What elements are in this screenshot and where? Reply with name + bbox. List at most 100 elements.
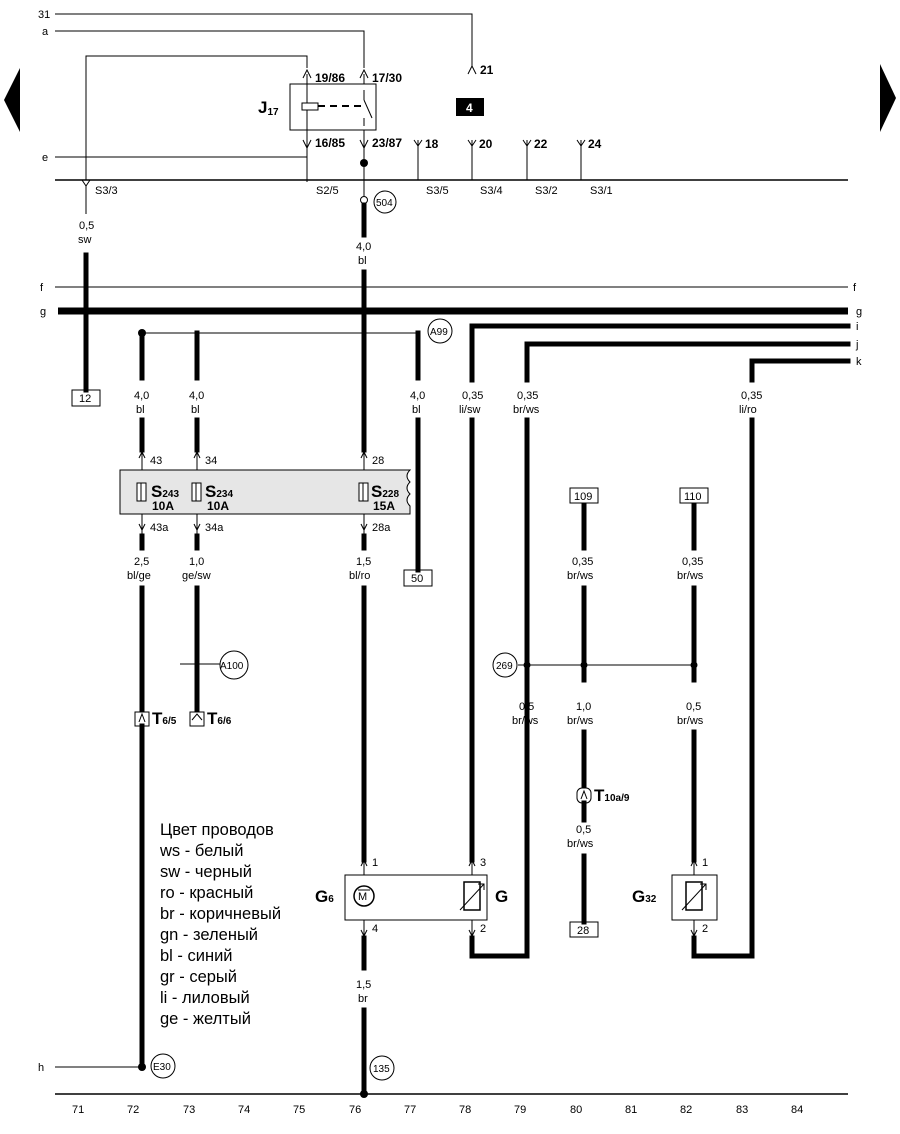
grid-number: 81 <box>625 1104 637 1116</box>
fuse-s243-name: S243 <box>151 482 179 501</box>
connector-t66: T6/6 <box>207 709 232 728</box>
bus-point-s35: S3/5 <box>426 185 449 197</box>
grid-number: 74 <box>238 1104 250 1116</box>
line-label-k: k <box>856 356 862 368</box>
relay-switch-icon <box>363 99 373 119</box>
connector-t65: T6/5 <box>152 709 177 728</box>
box-109-label: 109 <box>574 491 592 503</box>
legend-line-7: gr - серый <box>160 968 237 986</box>
wire-76c-color: br <box>358 993 368 1005</box>
wire-80b-color: br/ws <box>567 715 594 727</box>
terminal-20: 20 <box>479 137 493 151</box>
wire-73a-size: 4,0 <box>189 390 204 402</box>
wire-77a-color: bl <box>412 404 421 416</box>
line-k <box>749 358 851 383</box>
relay-j17-box <box>289 83 377 131</box>
next-page-icon[interactable] <box>880 64 896 132</box>
g32-pin-top: 1 <box>702 857 708 869</box>
component-pin-arrows <box>360 858 698 938</box>
relay-pin-16-85-arrow <box>302 139 312 150</box>
line-j <box>524 341 851 383</box>
circle-269-label: 269 <box>496 661 513 672</box>
connector-t10a9: T10a/9 <box>594 786 630 805</box>
bus-point-s33: S3/3 <box>95 185 118 197</box>
box-109 <box>569 487 599 504</box>
wire-83a-size: 0,35 <box>741 390 762 402</box>
fuse-pin-arrows <box>138 450 368 534</box>
line-a <box>55 30 365 68</box>
wire-79a-color: br/ws <box>513 404 540 416</box>
wire-80b-size: 1,0 <box>576 701 591 713</box>
box-110 <box>679 487 709 504</box>
circle-a100 <box>219 650 249 680</box>
grid-number: 72 <box>127 1104 139 1116</box>
wire-color-legend: Цвет проводов ws - белый sw - черный ro … <box>159 821 281 1028</box>
wire-73b-size: 1,0 <box>189 556 204 568</box>
wire-72a-color: bl <box>136 404 145 416</box>
circle-135 <box>369 1055 395 1081</box>
connector-t66-icon <box>189 711 205 727</box>
fuse-s228-name: S228 <box>371 482 399 501</box>
grid-numbers: 71 72 73 74 75 76 77 78 79 80 81 82 83 8… <box>72 1104 803 1116</box>
box-12-label: 12 <box>79 393 91 405</box>
return-loop-g <box>469 935 530 959</box>
box-28 <box>569 921 599 938</box>
bus-point-s33-symbol <box>81 179 91 187</box>
component-g6: G6 <box>315 887 334 906</box>
legend-line-0: Цвет проводов <box>160 821 274 839</box>
component-g32-box <box>671 874 718 921</box>
grid-number: 76 <box>349 1104 361 1116</box>
circle-504 <box>373 190 397 214</box>
terminal-21-symbol <box>467 64 477 75</box>
wire-76b-color: bl/ro <box>349 570 370 582</box>
relay-junction-dot <box>360 159 368 167</box>
g-pin-bottom: 2 <box>480 923 486 935</box>
wire-79b-color: br/ws <box>512 715 539 727</box>
legend-line-4: br - коричневый <box>160 905 281 923</box>
bus-point-s32: S3/2 <box>535 185 558 197</box>
wire-76a-color: bl <box>358 255 367 267</box>
terminal-24: 24 <box>588 137 602 151</box>
grid-number: 78 <box>459 1104 471 1116</box>
wire-83a-color: li/ro <box>739 404 757 416</box>
line-label-i: i <box>856 321 858 333</box>
circle-e30 <box>150 1053 176 1079</box>
fuse-s243-pin-out: 43a <box>150 522 169 534</box>
legend-line-3: ro - красный <box>160 884 253 902</box>
wire-82b-color: br/ws <box>677 715 704 727</box>
g6-pin-top: 1 <box>372 857 378 869</box>
bus-point-s34: S3/4 <box>480 185 503 197</box>
component-g32: G32 <box>632 887 657 906</box>
line-label-g-right: g <box>856 306 862 318</box>
return-loop-g32 <box>691 935 755 959</box>
wire-73a-color: bl <box>191 404 200 416</box>
motor-icon <box>353 885 375 907</box>
prev-page-icon[interactable] <box>4 68 20 132</box>
circle-a100-label: A100 <box>220 661 244 672</box>
line-31 <box>55 13 473 66</box>
line-label-31: 31 <box>38 9 50 21</box>
relay-pin-17-30-arrow <box>359 68 369 79</box>
box-50 <box>403 569 433 587</box>
wire-76a-size: 4,0 <box>356 241 371 253</box>
terminal-21-label: 21 <box>480 63 494 77</box>
line-label-j: j <box>855 339 858 351</box>
component-g: G <box>495 887 508 906</box>
box-50-label: 50 <box>411 573 423 585</box>
line-label-h: h <box>38 1062 44 1074</box>
wire-79a-size: 0,35 <box>517 390 538 402</box>
grid-number: 82 <box>680 1104 692 1116</box>
wire-77a-size: 4,0 <box>410 390 425 402</box>
fuse-s234-rating: 10A <box>207 499 229 513</box>
circle-e30-label: E30 <box>153 1062 171 1073</box>
box-110-label: 110 <box>684 491 702 503</box>
relay-pin-23-87-arrow <box>359 139 369 150</box>
bus-point-s31: S3/1 <box>590 185 613 197</box>
line-label-f: f <box>40 282 44 294</box>
grid-number: 77 <box>404 1104 416 1116</box>
legend-line-5: gn - зеленый <box>160 926 258 944</box>
box-12 <box>71 389 101 407</box>
grid-number: 83 <box>736 1104 748 1116</box>
grid-number: 80 <box>570 1104 582 1116</box>
wire-72a-size: 4,0 <box>134 390 149 402</box>
